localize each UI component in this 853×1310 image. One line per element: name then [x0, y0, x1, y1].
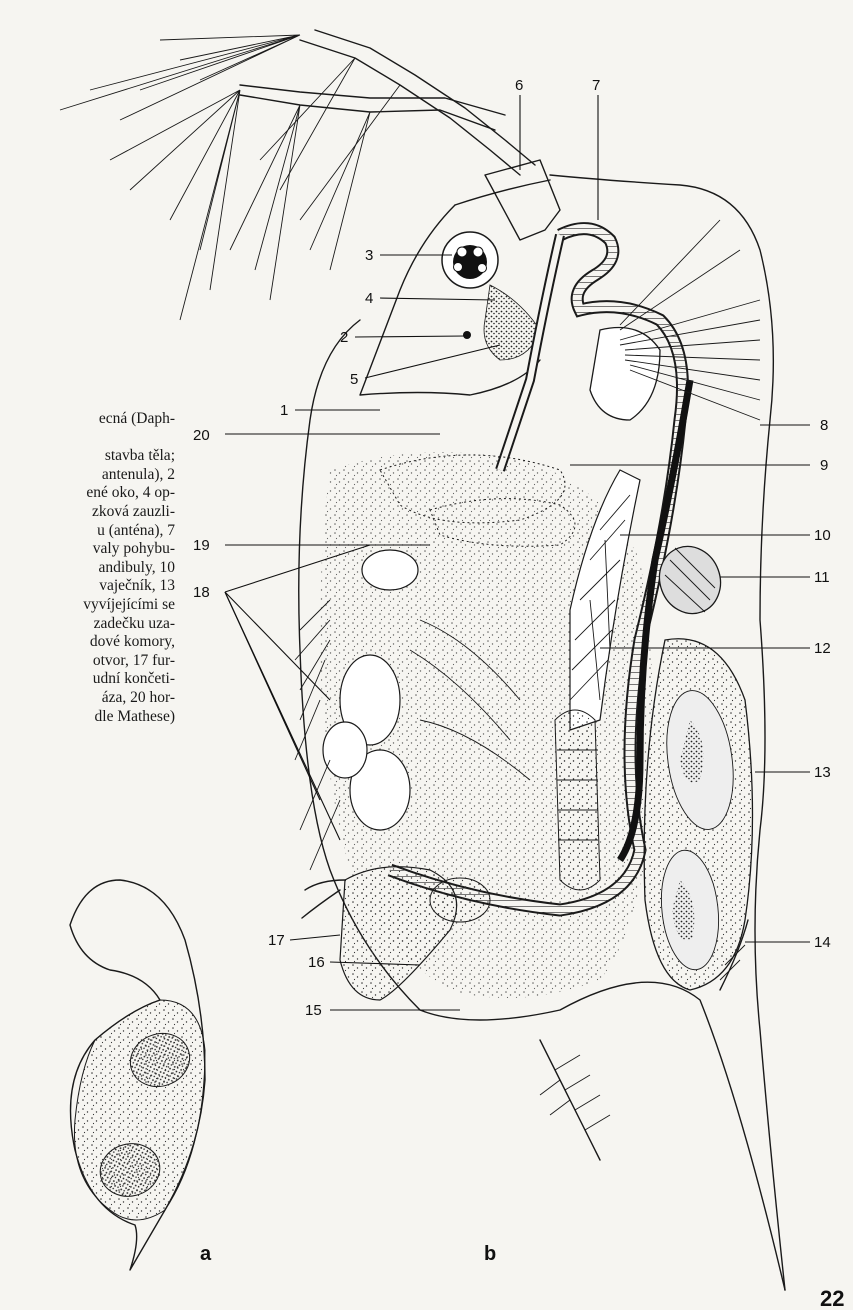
label-17: 17: [268, 932, 285, 949]
label-10: 10: [814, 527, 831, 544]
label-7: 7: [592, 77, 600, 94]
label-18: 18: [193, 584, 210, 601]
label-12: 12: [814, 640, 831, 657]
label-8: 8: [820, 417, 828, 434]
label-13: 13: [814, 764, 831, 781]
page-number: 22: [820, 1286, 844, 1310]
heart: [590, 328, 660, 421]
brood-chamber: [644, 639, 752, 990]
label-2: 2: [340, 329, 348, 346]
ocellus: [463, 331, 471, 339]
panel-a-drawing: [70, 880, 205, 1270]
label-16: 16: [308, 954, 325, 971]
panel-label-a: a: [200, 1243, 212, 1265]
label-9: 9: [820, 457, 828, 474]
label-6: 6: [515, 77, 523, 94]
label-14: 14: [814, 934, 831, 951]
label-3: 3: [365, 247, 373, 264]
label-4: 4: [365, 290, 373, 307]
compound-eye: [442, 232, 498, 288]
label-5: 5: [350, 371, 358, 388]
label-19: 19: [193, 537, 210, 554]
label-20: 20: [193, 427, 210, 444]
label-15: 15: [305, 1002, 322, 1019]
label-1: 1: [280, 402, 288, 419]
label-11: 11: [814, 569, 830, 586]
panel-label-b: b: [484, 1243, 496, 1265]
